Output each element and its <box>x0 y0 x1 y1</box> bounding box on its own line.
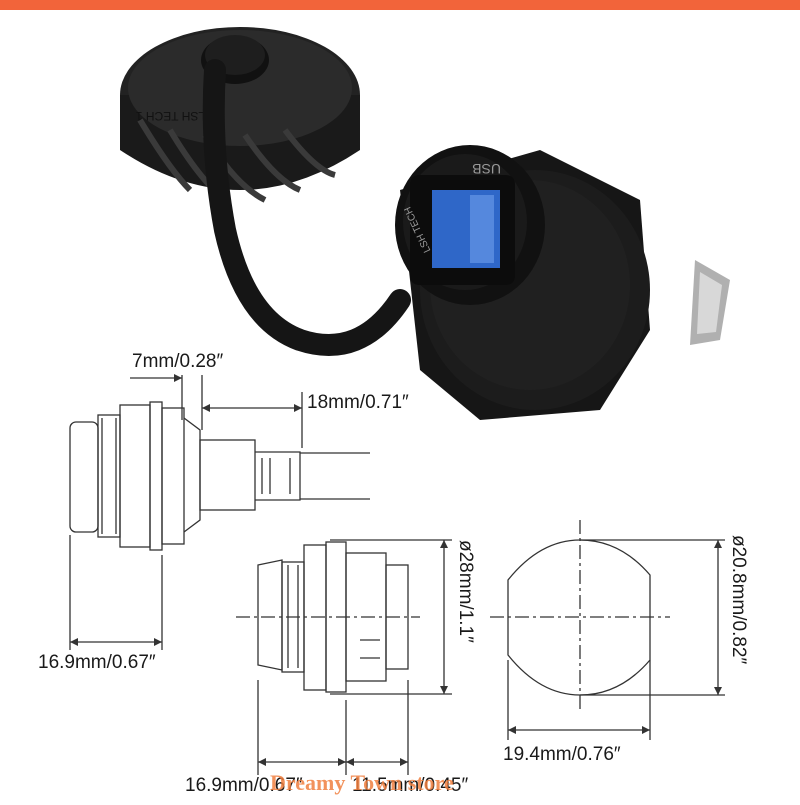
usb-connector: USB LSH TECH <box>395 145 730 420</box>
dim-20-8mm-label: ø20.8mm/0.82″ <box>728 535 749 665</box>
dim-16-9mm-top-label: 16.9mm/0.67″ <box>38 652 156 673</box>
store-watermark: Dreamy Town store <box>270 770 454 795</box>
top-bar <box>0 0 800 10</box>
dim-7mm-label: 7mm/0.28″ <box>132 351 224 372</box>
front-view-drawing <box>236 539 452 775</box>
dim-11-5mm-label: 11.5mm/0.45″ <box>352 775 469 796</box>
dim-18mm-label: 18mm/0.71″ <box>307 392 409 413</box>
port-label: USB <box>472 161 501 177</box>
product-photo: LSH TECH 1 USB LSH TECH <box>120 27 730 420</box>
tether-strap <box>202 59 411 356</box>
side-view-drawing <box>69 375 370 650</box>
cap-front-drawing <box>490 520 725 740</box>
dim-16-9mm-bottom-label: 16.9mm/0.67″ <box>185 775 303 796</box>
arrowheads <box>70 374 722 766</box>
dim-28mm-label: ø28mm/1.1″ <box>455 540 476 643</box>
dust-cap: LSH TECH 1 <box>120 27 360 203</box>
dim-19-4mm-label: 19.4mm/0.76″ <box>503 744 621 765</box>
cap-text: LSH TECH 1 <box>136 109 205 123</box>
